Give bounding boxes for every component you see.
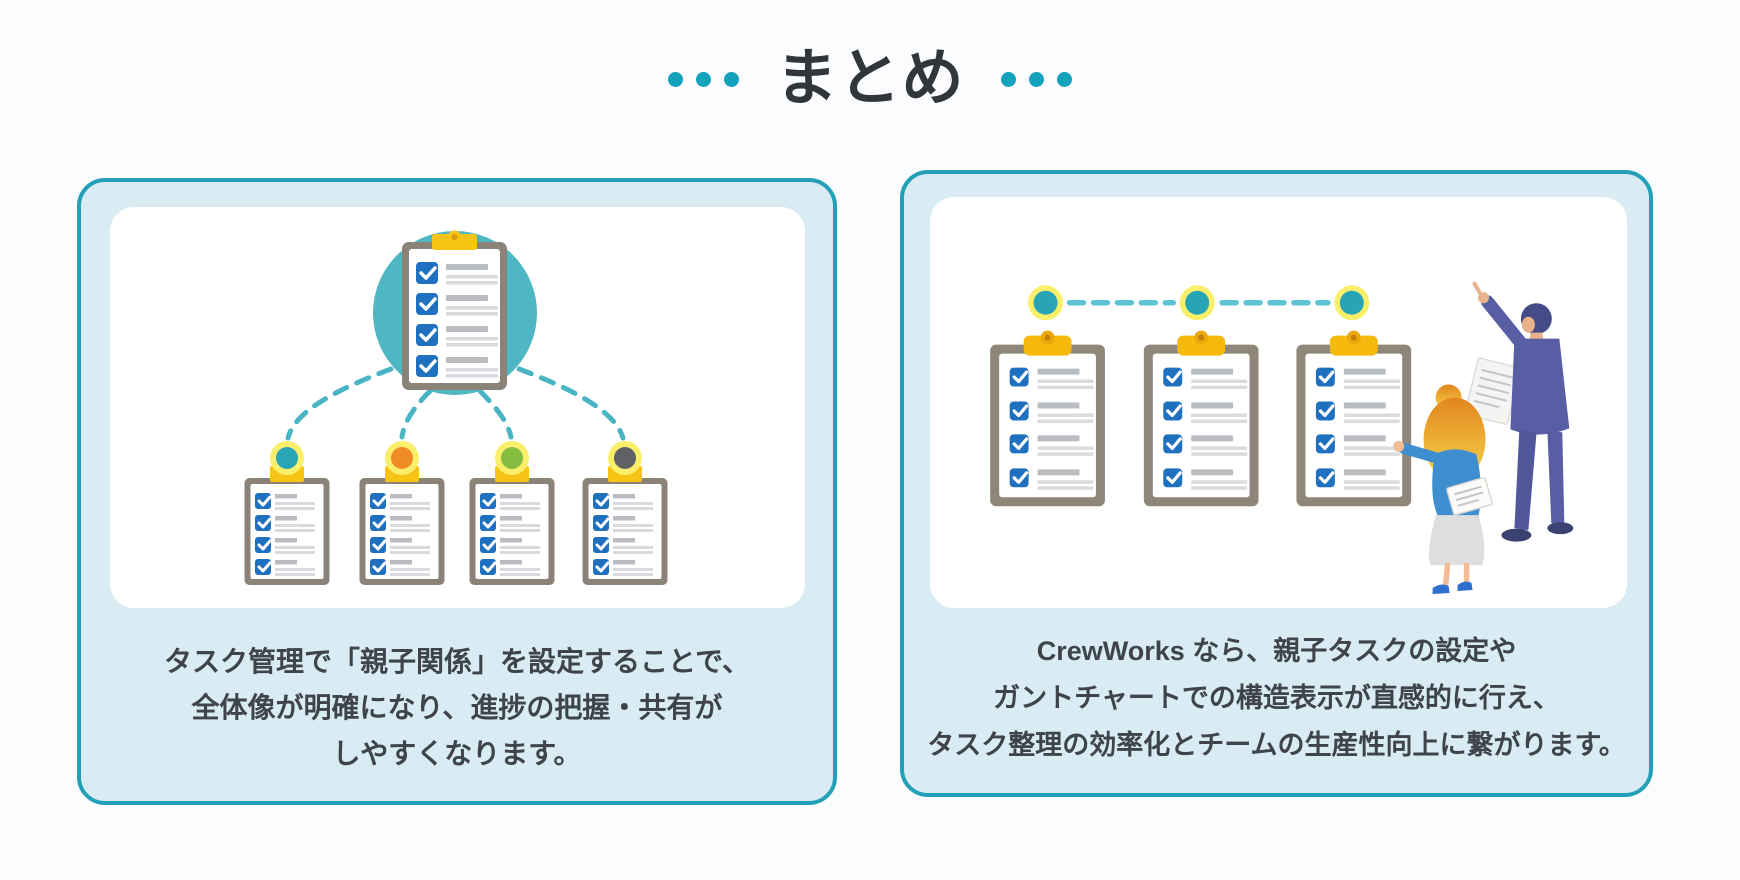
check-icon [419,328,437,342]
parent-task-clipboard [402,230,507,390]
linked-task-clipboards-illustration [990,281,1574,595]
checklist-row [1163,468,1248,490]
task-clipboards [990,330,1412,507]
dashed-connector-arcs [285,366,626,441]
document-icon [1464,357,1522,425]
task-node-circle [1185,290,1210,315]
caption-line: タスク整理の効率化とチームの生産性向上に繋がります。 [927,730,1626,760]
illustration-panel [930,197,1627,608]
child-task-clipboards [244,441,668,585]
checklist-row [416,293,498,316]
caption-line: CrewWorks なら、親子タスクの設定や [1036,636,1517,666]
check-icon [419,297,437,311]
child-task-clipboard [582,441,668,585]
child-node-circle [276,447,298,469]
child-task-clipboard [469,441,555,585]
checklist-row [416,355,498,378]
checklist-row [593,493,653,510]
checklist-row [370,537,430,554]
check-icon [419,359,437,373]
task-clipboard [1296,330,1412,507]
decor-dots-left [668,71,740,87]
dot-icon [696,71,712,87]
checklist-row [1163,434,1248,456]
check-icon [419,266,437,280]
checklist-row [1315,468,1400,490]
child-node-circle [501,447,523,469]
child-task-clipboard [359,441,445,585]
checklist-row [370,493,430,510]
task-node-circle [1033,290,1058,315]
woman-figure [1393,384,1493,595]
task-node-circle [1339,290,1364,315]
summary-card-task-hierarchy: タスク管理で「親子関係」を設定することで、 全体像が明確になり、進捗の把握・共有… [77,178,837,805]
document-icon [1446,477,1493,516]
caption-line: 全体像が明確になり、進捗の把握・共有が [191,692,723,723]
checklist-row [255,515,315,532]
card-caption: タスク管理で「親子関係」を設定することで、 全体像が明確になり、進捗の把握・共有… [81,639,833,777]
page-title: まとめ [775,44,965,113]
checklist-row [593,515,653,532]
child-node-circle [391,447,413,469]
dot-icon [1056,71,1072,87]
checklist-row [593,559,653,576]
task-clipboard [990,330,1105,507]
summary-card-crewworks: CrewWorks なら、親子タスクの設定や ガントチャートでの構造表示が直感的… [900,170,1653,797]
dot-icon [1028,71,1044,87]
card-caption: CrewWorks なら、親子タスクの設定や ガントチャートでの構造表示が直感的… [904,628,1649,769]
checklist-row [480,559,540,576]
caption-line: タスク管理で「親子関係」を設定することで、 [163,646,751,677]
man-figure [1472,281,1574,542]
checklist-row [255,559,315,576]
checklist-row [480,537,540,554]
parent-child-task-tree-illustration [244,230,668,585]
checklist-row [416,262,498,285]
checklist-row [416,324,498,347]
checklist-row [480,493,540,510]
dot-icon [724,71,740,87]
dot-icon [1000,71,1016,87]
checklist-row [1315,434,1400,456]
checklist-row [255,493,315,510]
header: まとめ [0,48,1740,110]
checklist-row [1315,367,1400,390]
task-nodes [1028,285,1370,321]
checklist-row [370,559,430,576]
checklist-row [1315,401,1400,423]
illustration-panel [110,207,805,608]
checklist-row [1009,401,1094,423]
checklist-row [1163,367,1248,390]
checklist-row [593,537,653,554]
decor-dots-right [1000,71,1072,87]
checklist-row [255,537,315,554]
caption-line: ガントチャートでの構造表示が直感的に行え、 [993,683,1560,713]
caption-line: しやすくなります。 [332,738,582,769]
task-clipboard [1143,330,1259,507]
checklist-row [1009,468,1094,490]
checklist-row [1163,401,1248,423]
child-task-clipboard [244,441,330,585]
checklist-row [1009,367,1094,390]
checklist-row [370,515,430,532]
child-node-circle [614,447,636,469]
dot-icon [668,71,684,87]
checklist-row [1009,434,1094,456]
checklist-row [480,515,540,532]
people-illustration [1393,281,1574,595]
